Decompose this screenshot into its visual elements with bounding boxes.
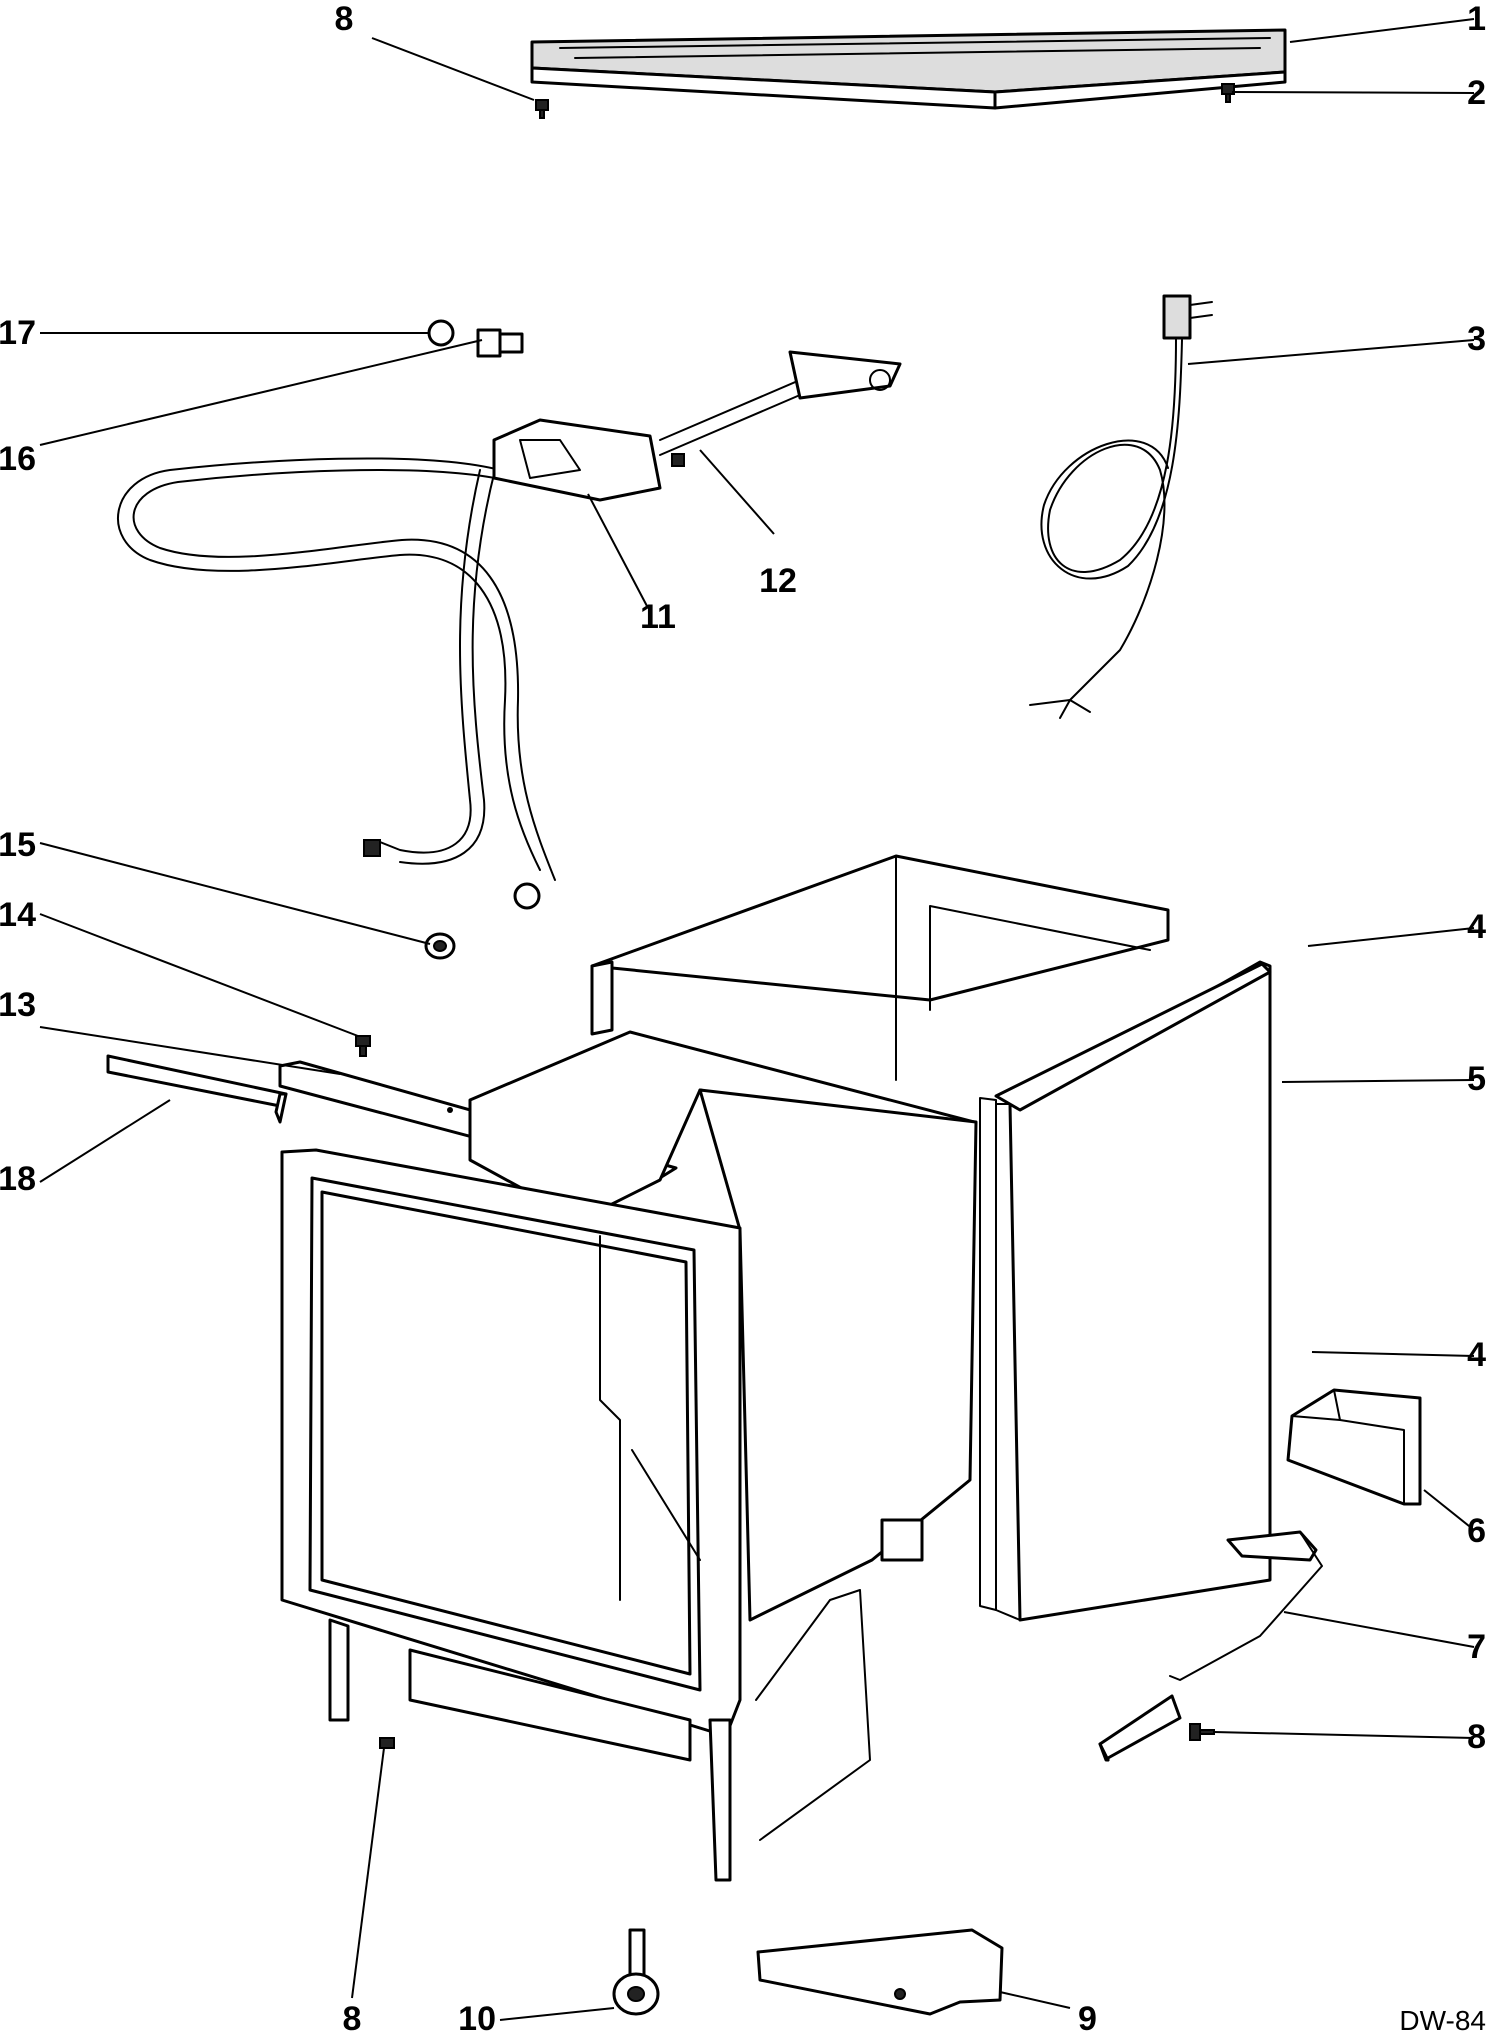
part-fill-hose <box>116 457 556 910</box>
part-tub-frame <box>280 1030 978 1882</box>
diagram-code: DW-84 <box>1399 2005 1486 2036</box>
callout-8-top: 8 <box>335 0 354 38</box>
callout-8-right: 8 <box>1467 1718 1486 1756</box>
callout-9: 9 <box>1078 2000 1097 2036</box>
callout-18: 18 <box>0 1160 36 1198</box>
callout-5: 5 <box>1467 1060 1486 1098</box>
callout-8-bottom: 8 <box>343 2000 362 2036</box>
part-top-panel <box>530 28 1287 110</box>
callout-11: 11 <box>640 598 676 636</box>
callout-14: 14 <box>0 896 36 934</box>
part-plate-9 <box>756 1928 1004 2016</box>
callout-7: 7 <box>1467 1628 1486 1666</box>
part-screw-top-left <box>535 99 549 119</box>
part-cabinet-shell <box>590 854 1272 1622</box>
part-wheel-10 <box>612 1928 660 2016</box>
part-screw-top-right <box>1221 83 1235 103</box>
part-screw-8-bottom <box>379 1737 395 1749</box>
callout-13: 13 <box>0 986 36 1024</box>
callout-4-upper: 4 <box>1467 908 1486 946</box>
callout-16: 16 <box>0 440 36 478</box>
part-washer-17 <box>427 319 455 347</box>
part-nut-15 <box>424 932 456 960</box>
leader-lines <box>39 18 1475 2021</box>
part-inlet-valve <box>492 350 902 502</box>
callout-2: 2 <box>1467 74 1486 112</box>
part-strip-18 <box>106 1054 288 1124</box>
callout-12: 12 <box>759 562 797 600</box>
part-block-6 <box>1286 1388 1422 1506</box>
callout-3: 3 <box>1467 320 1486 358</box>
callout-1: 1 <box>1467 0 1486 38</box>
callout-6: 6 <box>1467 1512 1486 1550</box>
part-screw-8-right <box>1189 1723 1215 1741</box>
part-power-cord <box>1029 294 1213 719</box>
part-fitting-16 <box>476 328 524 358</box>
part-screw-14 <box>355 1035 371 1057</box>
callout-15: 15 <box>0 826 36 864</box>
callout-4-lower: 4 <box>1467 1336 1486 1374</box>
callout-10: 10 <box>458 2000 496 2036</box>
callout-17: 17 <box>0 314 36 352</box>
part-bracket-7 <box>1098 1530 1323 1762</box>
